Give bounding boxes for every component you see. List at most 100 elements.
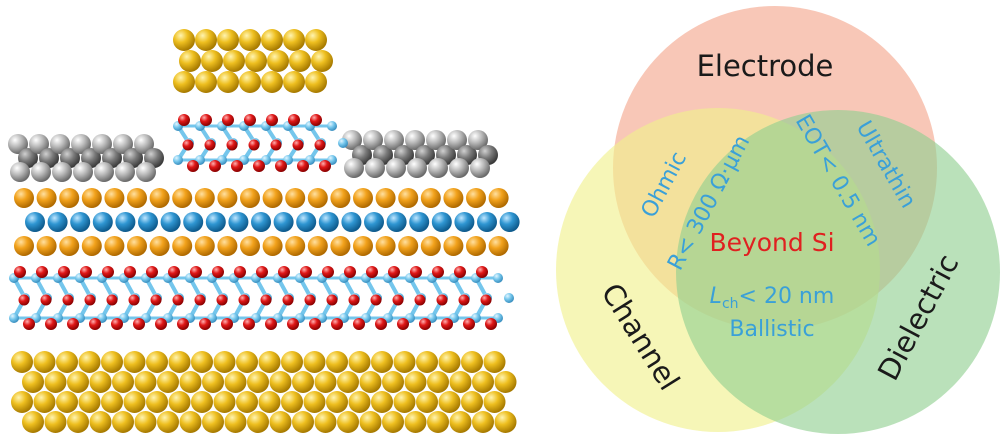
bottom-oxide-oxygen-atom — [436, 294, 448, 306]
gate-gold-atom — [217, 29, 239, 51]
blue-atom — [318, 212, 339, 232]
orange-atom — [36, 188, 57, 208]
gray-atom — [10, 162, 30, 182]
orange-atom — [240, 236, 260, 256]
gold-atom — [483, 351, 506, 373]
gold-atom — [393, 351, 416, 373]
gate-gold-atom — [261, 29, 283, 51]
bottom-oxide-oxygen-atom — [326, 294, 338, 306]
gold-atom — [404, 411, 427, 433]
bottom-oxide-oxygen-atom — [348, 294, 360, 306]
bottom-oxide-oxygen-atom — [128, 294, 140, 306]
bottom-oxide-oxygen-atom — [414, 294, 426, 306]
gate-oxide-oxygen-atom — [222, 114, 234, 126]
gate-oxide-oxygen-atom — [231, 160, 243, 172]
blue-atom — [25, 212, 45, 232]
orange-atom — [262, 236, 283, 256]
gate-oxide-oxygen-atom — [297, 160, 309, 172]
orange-atom — [466, 236, 486, 256]
orange-atom — [240, 188, 260, 208]
gold-atom — [22, 411, 44, 433]
bottom-oxide-oxygen-atom — [177, 318, 189, 330]
gold-atom — [483, 391, 506, 413]
gate-gold-atom — [267, 50, 289, 72]
bottom-oxide-oxygen-atom — [375, 318, 387, 330]
gold-atom — [213, 391, 236, 413]
gold-atom — [11, 391, 33, 413]
orange-atom — [443, 236, 464, 256]
gold-atom — [337, 411, 359, 433]
gate-gold-atom — [305, 71, 327, 93]
gold-atom — [494, 371, 517, 393]
gold-atom — [427, 411, 449, 433]
gray-atom — [386, 158, 406, 178]
gate-gold-atom — [305, 29, 327, 51]
gold-atom — [258, 391, 281, 413]
bottom-oxide-oxygen-atom — [150, 294, 162, 306]
gate-gold-atom — [245, 50, 267, 72]
bottom-oxide-oxygen-atom — [243, 318, 255, 330]
bottom-oxide-oxygen-atom — [287, 318, 299, 330]
gold-atom — [382, 371, 404, 393]
bottom-oxide-oxygen-atom — [124, 266, 136, 278]
gate-oxide-oxygen-atom — [292, 139, 304, 151]
orange-atom — [398, 188, 419, 208]
orange-atom — [127, 188, 147, 208]
gold-atom — [11, 351, 33, 373]
length-symbol: L — [710, 284, 722, 309]
gold-atom — [438, 391, 461, 413]
bottom-oxide-oxygen-atom — [62, 294, 74, 306]
blue-atom — [499, 212, 520, 232]
bottom-oxide-oxygen-atom — [309, 318, 321, 330]
orange-atom — [330, 236, 351, 256]
gold-atom — [112, 371, 134, 393]
gold-atom — [213, 351, 236, 373]
bottom-oxide-oxygen-atom — [278, 266, 290, 278]
gold-atom — [157, 371, 179, 393]
blue-atom — [138, 212, 158, 232]
bottom-oxide-oxygen-atom — [322, 266, 334, 278]
bottom-oxide-oxygen-atom — [282, 294, 294, 306]
gold-atom — [292, 411, 314, 433]
gray-atom — [52, 162, 72, 182]
gold-atom — [303, 351, 326, 373]
bottom-oxide-oxygen-atom — [370, 294, 382, 306]
orange-atom — [307, 188, 328, 208]
gray-atom — [365, 158, 385, 178]
orange-atom — [172, 236, 193, 256]
bottom-oxide-oxygen-atom — [485, 318, 497, 330]
gold-atom — [348, 391, 371, 413]
gate-gold-atom — [173, 71, 195, 93]
bottom-oxide-oxygen-atom — [40, 294, 52, 306]
gold-atom — [461, 391, 483, 413]
blue-atom — [409, 212, 430, 232]
gold-atom — [348, 351, 371, 373]
gold-atom — [269, 371, 292, 393]
bottom-oxide-oxygen-atom — [190, 266, 202, 278]
gray-atom — [136, 162, 156, 182]
orange-atom — [262, 188, 283, 208]
blue-atom — [160, 212, 181, 232]
gate-oxide-oxygen-atom — [209, 160, 221, 172]
gray-atom — [92, 134, 112, 154]
gold-atom — [101, 391, 123, 413]
gold-atom — [202, 371, 224, 393]
orange-atom — [307, 236, 328, 256]
bottom-oxide-oxygen-atom — [106, 294, 118, 306]
bottom-oxide-oxygen-atom — [84, 294, 96, 306]
blue-atom — [273, 212, 294, 232]
gate-gold-atom — [201, 50, 223, 72]
orange-atom — [172, 188, 193, 208]
gold-atom — [44, 411, 67, 433]
gold-atom — [89, 371, 112, 393]
gate-oxide-oxygen-atom — [226, 139, 238, 151]
gold-atom — [191, 351, 213, 373]
gold-atom — [281, 351, 303, 373]
gold-atom — [461, 351, 483, 373]
gate-oxide-oxygen-atom — [314, 139, 326, 151]
blue-atom — [431, 212, 452, 232]
bottom-oxide-oxygen-atom — [14, 266, 26, 278]
bottom-oxide-metal-atom — [493, 273, 503, 283]
gray-atom — [470, 158, 490, 178]
bottom-oxide-oxygen-atom — [454, 266, 466, 278]
